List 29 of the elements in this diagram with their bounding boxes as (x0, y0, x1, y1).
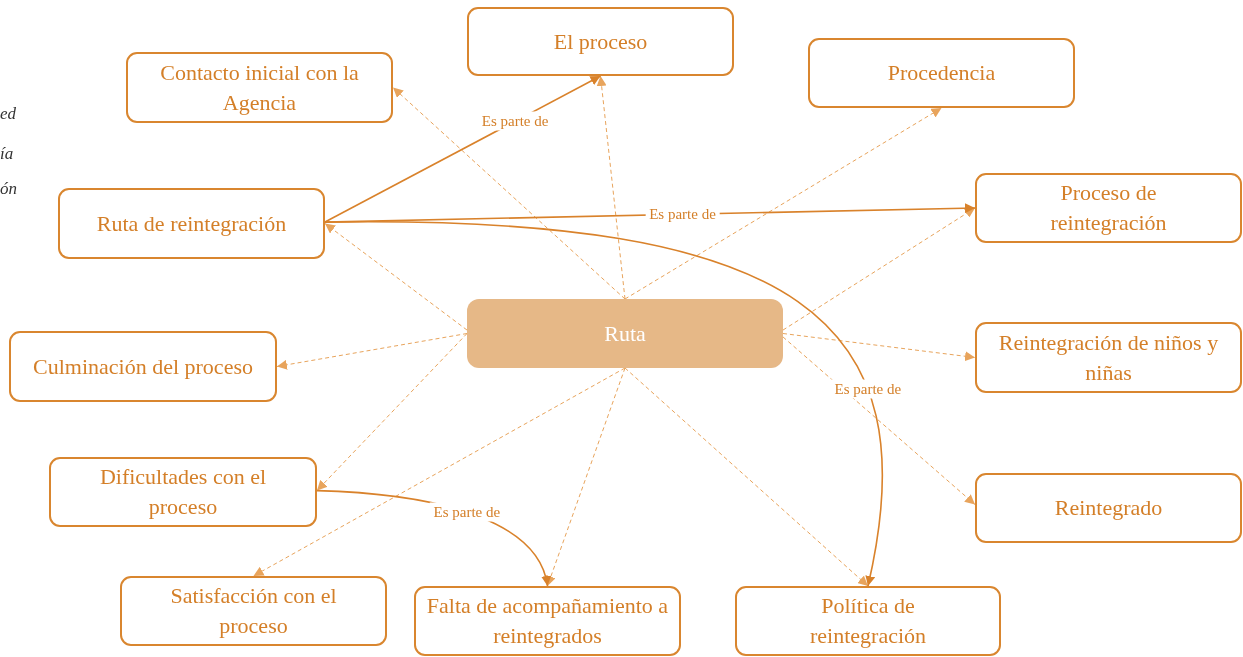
cut-off-text: ía (0, 144, 14, 164)
dashed-arrow (782, 336, 976, 505)
concept-box: Dificultades con el proceso (49, 457, 317, 527)
concept-box: Culminación del proceso (9, 331, 277, 402)
dashed-arrow (316, 333, 468, 492)
dashed-arrow (392, 87, 626, 300)
dashed-arrow (276, 333, 468, 370)
concept-box: Satisfacción con el proceso (120, 576, 387, 646)
concept-box: Contacto inicial con la Agencia (126, 52, 393, 123)
concept-box: Procedencia (808, 38, 1075, 108)
concept-box: El proceso (467, 7, 734, 76)
concept-box: Ruta de reintegración (58, 188, 325, 259)
dashed-arrow (782, 333, 976, 362)
concept-box: Reintegración de niños y niñas (975, 322, 1242, 393)
dashed-arrow (324, 223, 468, 331)
dashed-arrow (782, 207, 976, 331)
dashed-arrow (253, 367, 626, 577)
cut-off-text: ed (0, 104, 17, 124)
cut-off-text: ón (0, 179, 17, 199)
dashed-arrow (596, 75, 626, 300)
central-concept-box: Ruta (467, 299, 783, 368)
concept-box: Reintegrado (975, 473, 1242, 543)
concept-box: Proceso de reintegración (975, 173, 1242, 243)
concept-box: Falta de acompañamiento a reintegrados (414, 586, 681, 656)
dashed-arrow (546, 367, 626, 587)
dashed-arrow (624, 107, 942, 300)
relation-arrow (324, 221, 884, 587)
dashed-arrow (624, 367, 869, 587)
concept-box: Política de reintegración (735, 586, 1001, 656)
